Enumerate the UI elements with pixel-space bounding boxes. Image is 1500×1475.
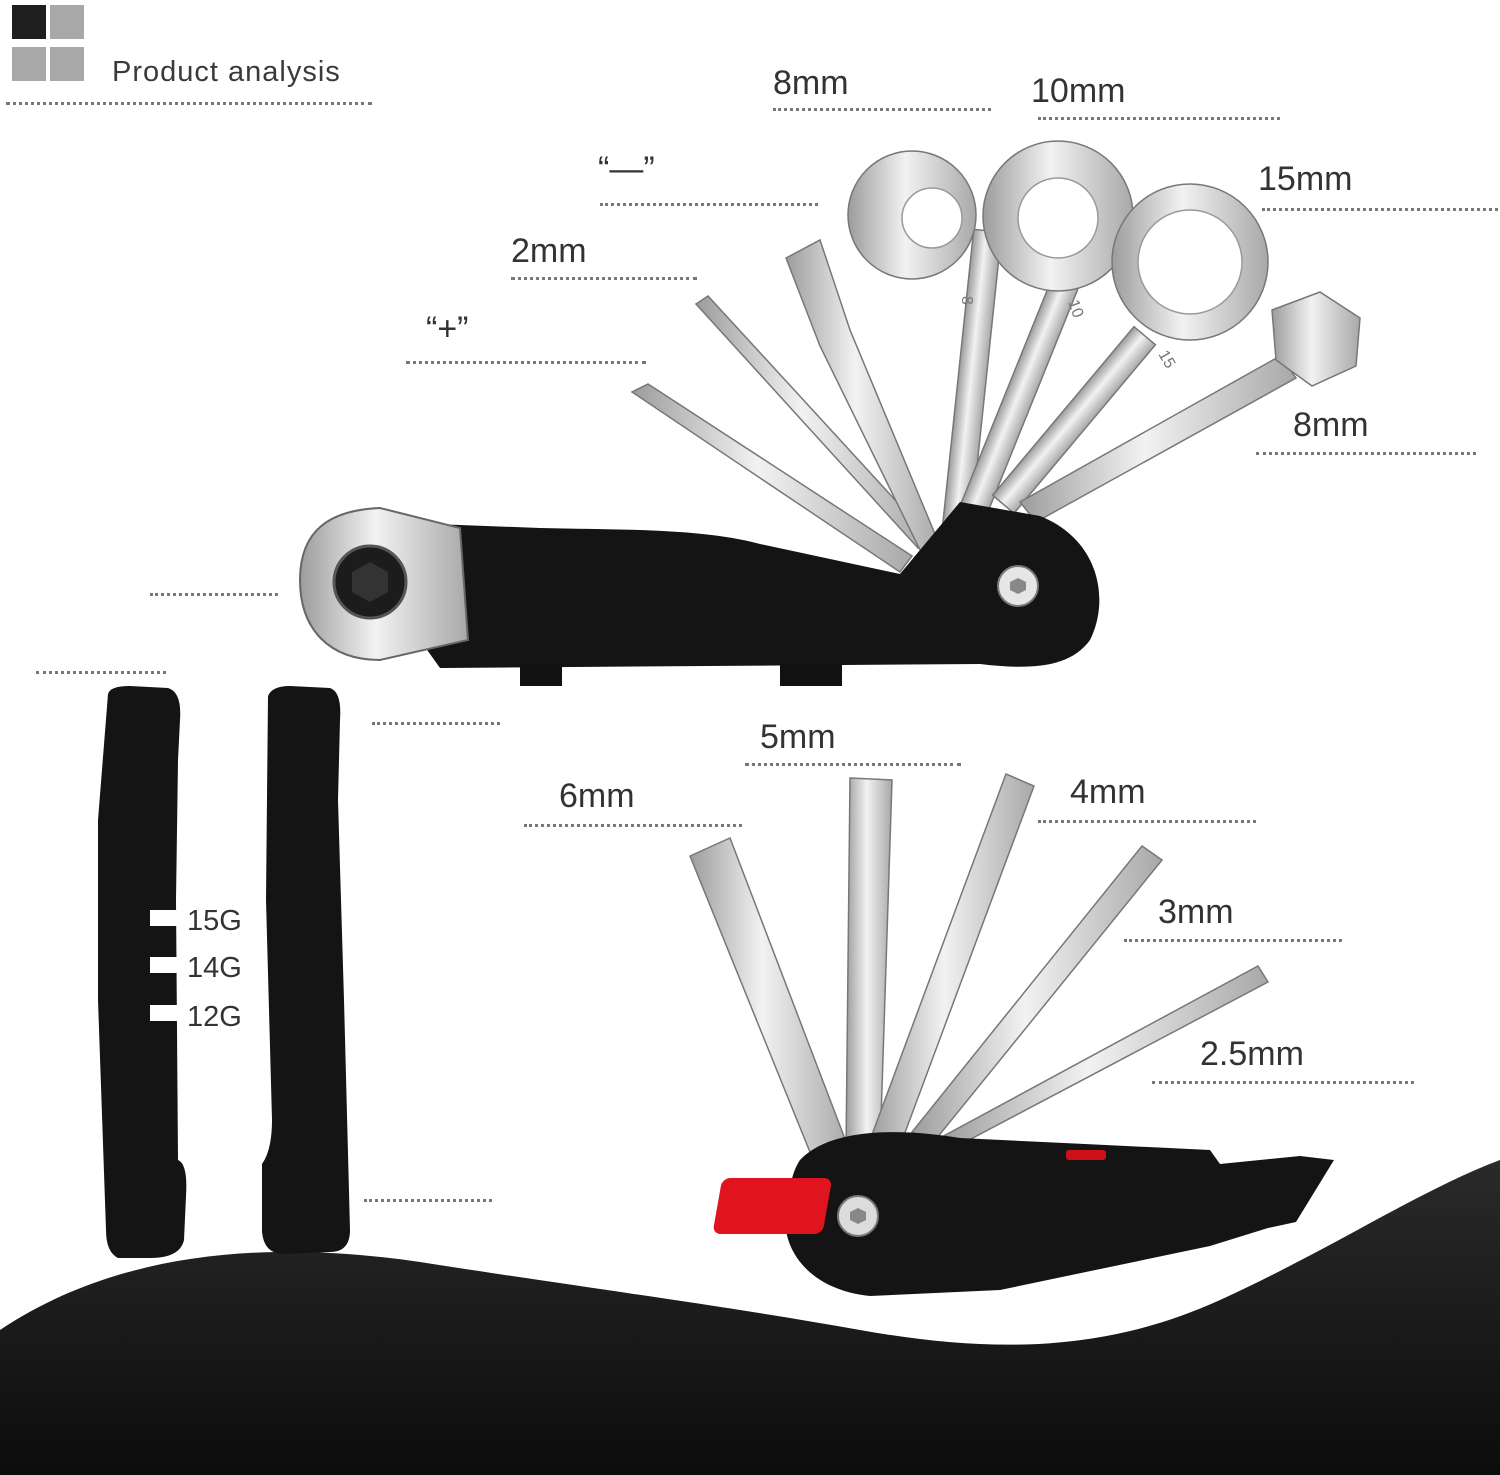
logo-square-dark — [12, 5, 46, 39]
leader-dots — [745, 763, 961, 766]
multitool-top: 8 10 15 — [298, 140, 1361, 686]
leader-dots — [1152, 1081, 1414, 1084]
logo-square-light — [50, 5, 84, 39]
spoke-notch — [150, 957, 184, 973]
bolt-hex-icon — [850, 1208, 866, 1224]
leader-dots — [600, 203, 818, 206]
spoke-gauge-15g: 15G — [187, 905, 242, 937]
leader-dots — [1038, 117, 1280, 120]
hex-key-5mm — [845, 777, 893, 1151]
label-hex-2-5mm: 2.5mm — [1200, 1035, 1304, 1073]
wrench-stamp: 10 — [1064, 298, 1086, 321]
section-title: Product analysis — [112, 56, 341, 88]
phillips-screwdriver — [630, 383, 914, 574]
leader-dots — [1262, 208, 1498, 211]
wrench-15mm — [991, 183, 1269, 515]
label-flat-screwdriver: “—” — [598, 150, 655, 188]
leader-dots — [773, 108, 991, 111]
spoke-gauge-12g: 12G — [187, 1001, 242, 1033]
red-indicator — [1066, 1150, 1106, 1160]
leader-dots — [364, 1199, 492, 1202]
red-release-button — [713, 1178, 831, 1234]
hex-key-6mm — [689, 836, 851, 1163]
label-hex-3mm: 3mm — [1158, 893, 1234, 931]
label-wrench-8mm: 8mm — [773, 64, 849, 102]
logo-square-light — [50, 47, 84, 81]
label-hex-6mm: 6mm — [559, 777, 635, 815]
body-foot — [780, 664, 842, 686]
body-foot — [520, 664, 562, 686]
tire-lever-right — [262, 686, 350, 1254]
label-hex-2mm: 2mm — [511, 232, 587, 270]
leader-dots — [1124, 939, 1342, 942]
leader-dots — [1038, 820, 1256, 823]
label-wrench-15mm: 15mm — [1258, 160, 1353, 198]
leader-dots — [511, 277, 697, 280]
label-hex-4mm: 4mm — [1070, 773, 1146, 811]
leader-dots — [150, 593, 278, 596]
leader-dots — [1256, 452, 1476, 455]
label-wrench-10mm: 10mm — [1031, 72, 1126, 110]
wrench-10mm — [959, 140, 1134, 517]
spoke-gauge-14g: 14G — [187, 952, 242, 984]
multitool-bottom-body — [785, 1132, 1334, 1296]
label-socket-8mm: 8mm — [1293, 406, 1369, 444]
bolt-hex-icon — [1010, 578, 1026, 594]
leader-dots — [372, 722, 500, 725]
logo-square-light — [12, 47, 46, 81]
hex-socket-icon — [352, 562, 388, 602]
leader-dots — [406, 361, 646, 364]
spoke-notch — [150, 910, 184, 926]
leader-dots — [524, 824, 742, 827]
tire-levers — [98, 686, 350, 1258]
spoke-notch — [150, 1005, 184, 1021]
tire-lever-left — [98, 686, 187, 1258]
label-phillips: “+” — [426, 310, 469, 348]
multitool-bottom — [689, 773, 1334, 1296]
leader-dots — [36, 671, 166, 674]
wrench-stamp: 8 — [958, 296, 975, 305]
decorative-wave — [0, 1160, 1500, 1475]
title-underline — [6, 102, 372, 105]
wrench-stamp: 15 — [1155, 348, 1179, 372]
multitool-body — [330, 502, 1100, 668]
label-hex-5mm: 5mm — [760, 718, 836, 756]
